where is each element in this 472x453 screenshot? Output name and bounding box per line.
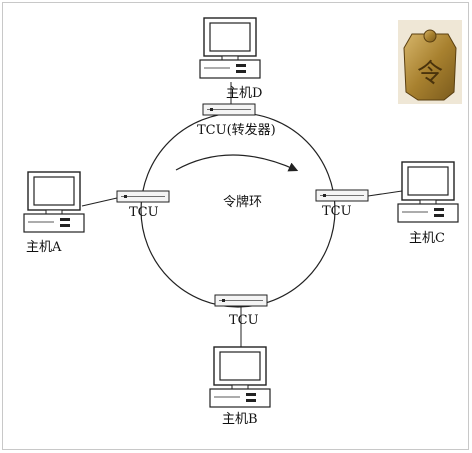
token-badge-icon: 令 — [398, 20, 462, 104]
tcu-b-label: TCU — [229, 313, 259, 328]
link-host-c — [367, 190, 403, 197]
tcu-b — [214, 294, 268, 307]
host-b-label: 主机B — [222, 412, 258, 427]
host-c-label: 主机C — [409, 231, 445, 246]
link-host-a — [81, 197, 118, 207]
token-ring — [140, 112, 336, 308]
computer-a-icon — [23, 171, 85, 233]
host-a-label: 主机A — [26, 240, 62, 255]
tcu-a — [116, 190, 170, 203]
tcu-d-label: TCU(转发器) — [197, 123, 276, 138]
ring-label: 令牌环 — [223, 195, 263, 210]
token-badge-glyph: 令 — [417, 59, 443, 89]
computer-c-icon — [397, 161, 459, 223]
tcu-c-label: TCU — [322, 204, 352, 219]
computer-d-icon — [199, 17, 261, 79]
diagram-frame — [2, 2, 469, 450]
tcu-a-label: TCU — [129, 205, 159, 220]
rotation-arrow — [175, 154, 299, 172]
tcu-d — [202, 103, 256, 116]
computer-b-icon — [209, 346, 271, 408]
tcu-c — [315, 189, 369, 202]
host-d-label: 主机D — [226, 86, 263, 101]
